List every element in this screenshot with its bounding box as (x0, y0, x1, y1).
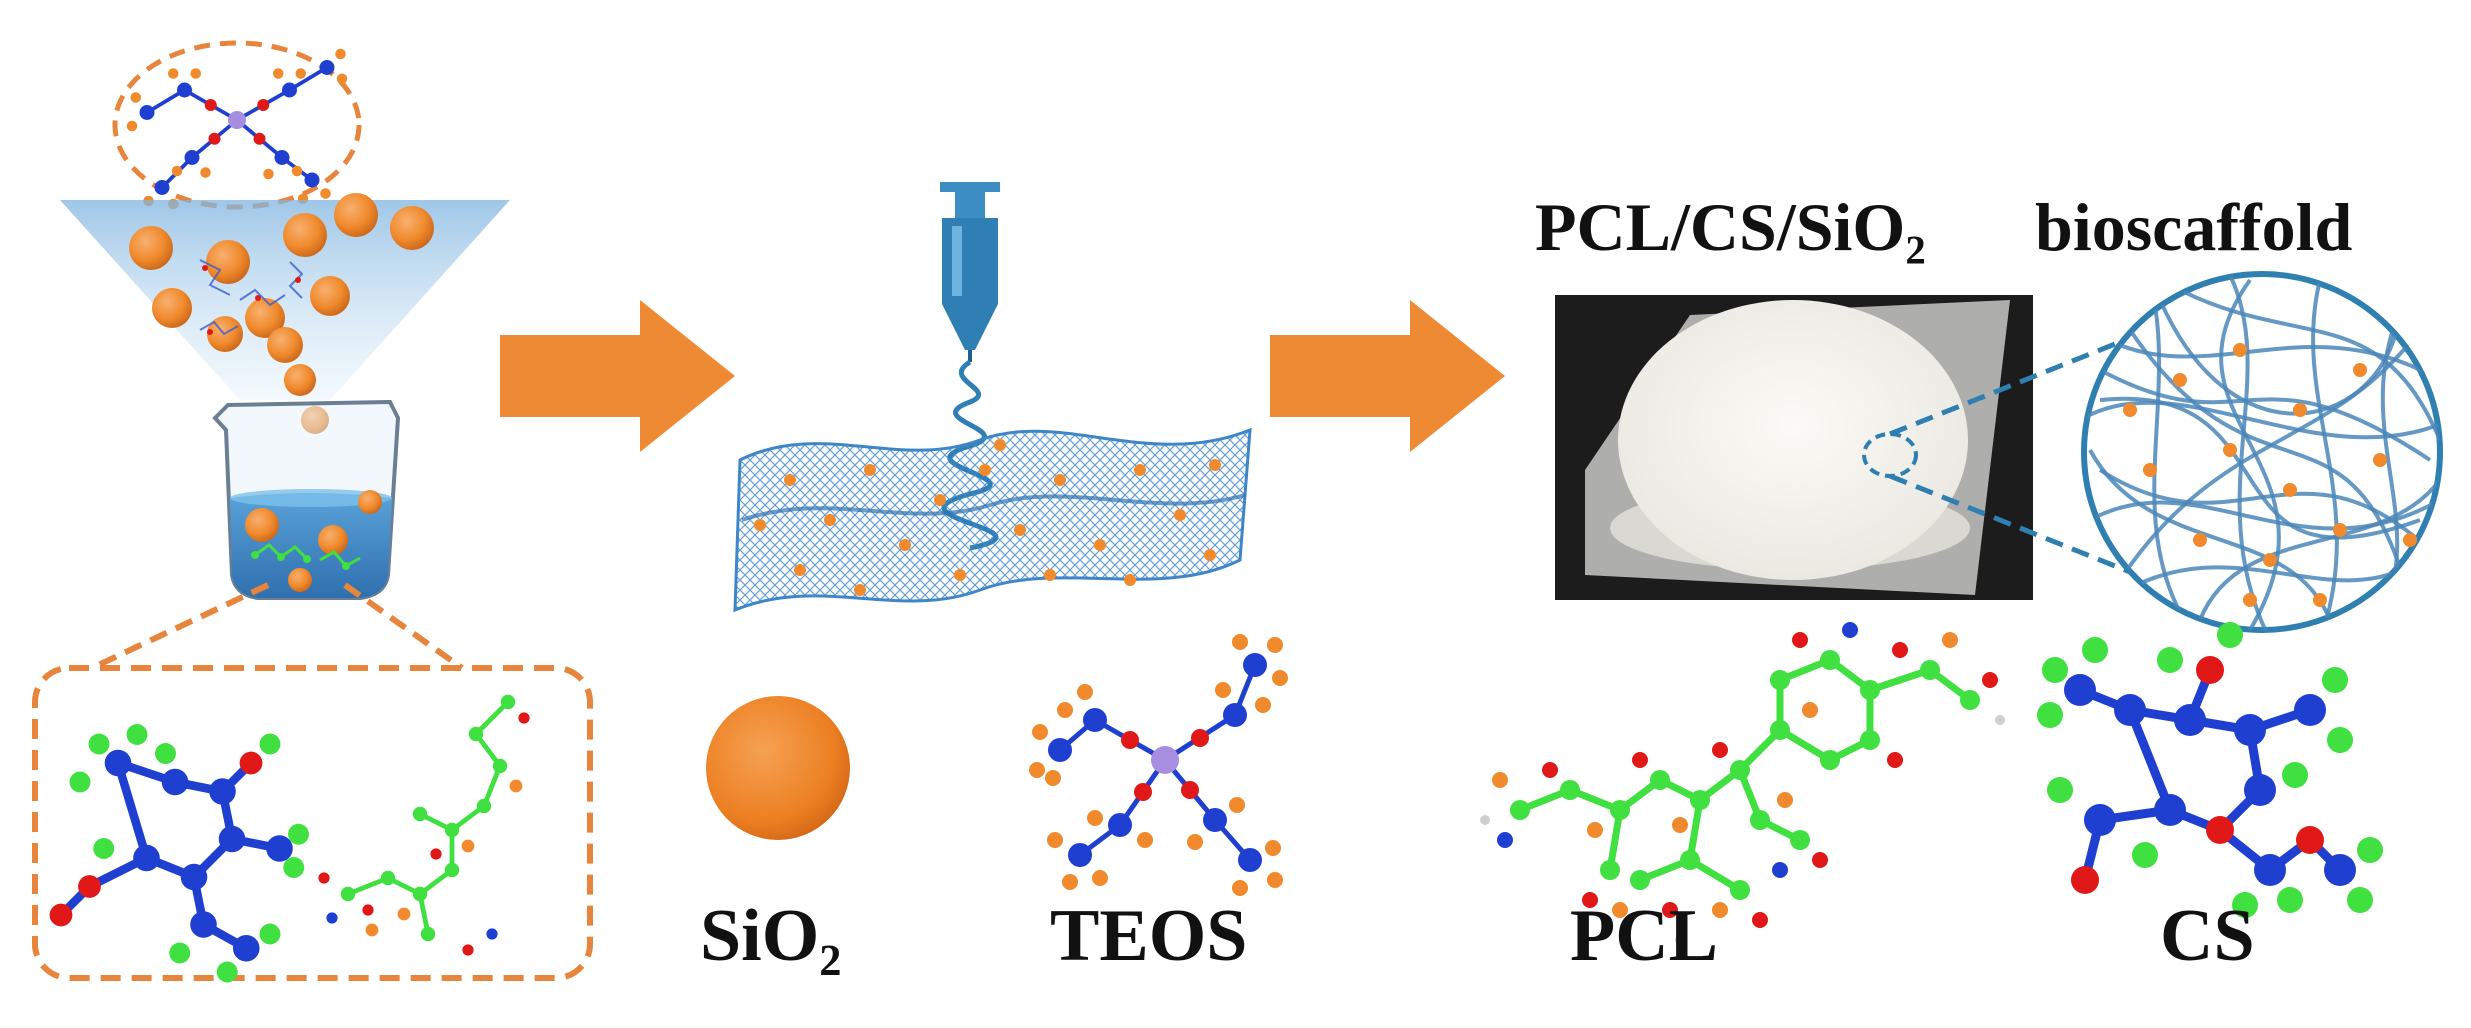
sio2-sphere-icon (706, 696, 850, 840)
molecule-icon (49, 724, 309, 983)
molecule-callout-box (32, 665, 593, 981)
scaffold-photo (1555, 295, 2033, 600)
composite-title: PCL/CS/SiO₂ (1535, 189, 1926, 265)
teos-label: TEOS (1050, 895, 1247, 977)
pcl-label: PCL (1570, 895, 1718, 977)
beaker-icon (212, 399, 401, 600)
arrow-right-icon (1270, 300, 1505, 452)
dispersed-particles (129, 193, 434, 434)
solution-preparation-panel (32, 40, 593, 983)
magnified-fibers-icon (2081, 271, 2443, 633)
cs-label: CS (2160, 895, 2255, 977)
bioscaffold-title: bioscaffold (2035, 189, 2353, 265)
scaffold-panel: PCL/CS/SiO₂ bioscaffold (1480, 189, 2443, 977)
syringe-icon (940, 182, 1000, 362)
sio2-label: SiO₂ (700, 895, 841, 977)
molecule-icon (126, 48, 348, 210)
electrospinning-panel: SiO₂ TEOS (700, 182, 1288, 977)
molecule-icon (2037, 622, 2383, 918)
fiber-mat-icon (733, 427, 1252, 613)
arrow-right-icon (500, 300, 735, 452)
molecule-icon (1480, 622, 2005, 945)
molecule-icon (1029, 634, 1288, 896)
molecule-icon (318, 694, 530, 956)
